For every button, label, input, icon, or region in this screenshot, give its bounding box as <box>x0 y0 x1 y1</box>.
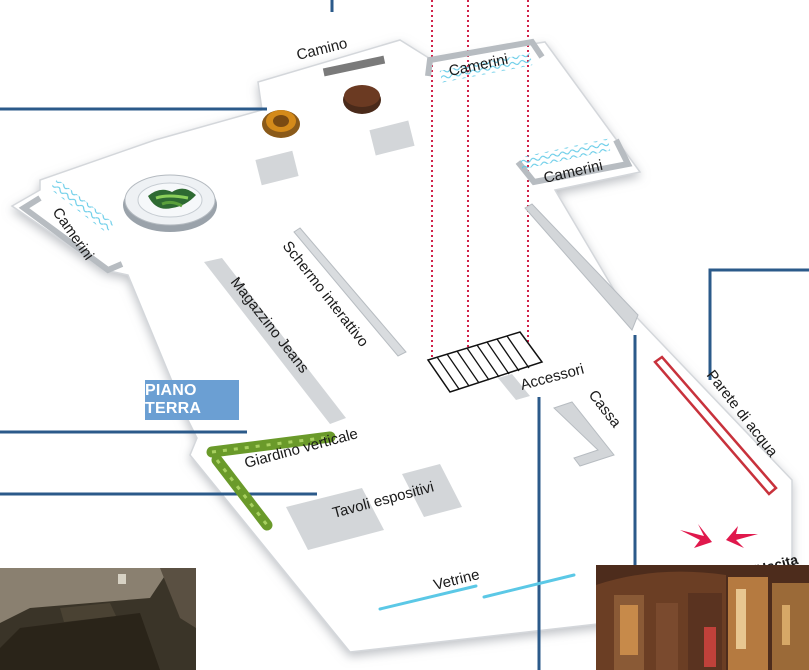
camerini-top-wall <box>425 38 545 77</box>
magazzino-wall <box>204 258 346 424</box>
camerini-left-water <box>49 179 115 233</box>
table-top-right <box>369 120 415 156</box>
floor-badge: PIANO TERRA <box>145 380 239 420</box>
brown-disc-icon <box>343 85 381 114</box>
schermo-wall <box>293 227 407 357</box>
stairs-icon <box>426 331 544 393</box>
tavoli-right <box>402 464 462 517</box>
parete-di-acqua <box>653 355 778 496</box>
camerini-right-wall <box>515 138 633 186</box>
cassa-counter <box>553 401 615 467</box>
entrance-arrows-icon <box>680 524 758 548</box>
tavoli-left <box>286 488 384 550</box>
floor-label: PIANO TERRA <box>145 380 239 420</box>
camerini-left-wall <box>18 195 124 274</box>
right-wall-piece <box>524 203 639 331</box>
camerini-right-water <box>519 138 611 170</box>
vetrine-windows <box>378 573 576 611</box>
accessori-counter <box>498 374 530 400</box>
camino-bar <box>322 55 386 77</box>
salad-plate-icon <box>123 174 217 232</box>
callout-line-parete <box>708 268 809 380</box>
table-top-left <box>255 150 299 186</box>
photo-bottom-left <box>0 568 196 670</box>
camerini-top-water <box>439 53 533 83</box>
photo-bottom-right <box>596 565 809 670</box>
orange-disc-icon <box>262 110 300 138</box>
